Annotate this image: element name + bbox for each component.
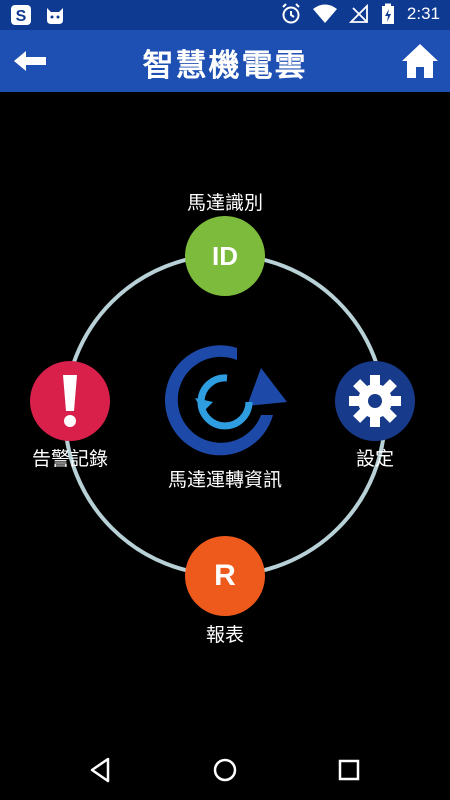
battery-charging-icon	[381, 3, 394, 24]
report-glyph: R	[214, 559, 236, 592]
settings-button[interactable]	[335, 361, 415, 441]
motor-id-label: 馬達識別	[186, 192, 263, 214]
wifi-icon	[312, 4, 337, 23]
gear-icon	[349, 375, 401, 427]
alarm-clock-icon	[282, 3, 300, 24]
motor-running-info-label: 馬達運轉資訊	[167, 469, 282, 491]
exclamation-icon	[63, 375, 77, 427]
report-button[interactable]: R	[185, 536, 265, 616]
nav-home-icon[interactable]	[210, 755, 240, 785]
svg-text:S: S	[16, 8, 27, 25]
nav-recents-icon[interactable]	[334, 755, 364, 785]
refresh-cycle-icon	[164, 345, 287, 456]
back-arrow-icon[interactable]	[12, 45, 48, 77]
navigation-bar	[0, 740, 450, 800]
settings-label: 設定	[355, 448, 394, 470]
alarm-log-button[interactable]	[30, 361, 110, 441]
page-title: 智慧機電雲	[142, 48, 308, 84]
status-time: 2:31	[406, 4, 440, 23]
status-bar: S 2:31	[0, 0, 450, 30]
id-glyph: ID	[212, 240, 238, 271]
home-icon[interactable]	[400, 42, 440, 80]
app-bar: 智慧機電雲	[0, 30, 450, 92]
nav-back-icon[interactable]	[86, 755, 116, 785]
app-notification-icon: S	[11, 5, 31, 25]
motor-id-button[interactable]: ID	[185, 216, 265, 296]
no-signal-icon	[348, 4, 368, 23]
motor-running-info-button[interactable]: 馬達運轉資訊	[155, 340, 295, 500]
report-label: 報表	[205, 624, 244, 646]
alarm-log-label: 告警記錄	[31, 448, 108, 470]
android-cat-icon	[47, 8, 63, 24]
